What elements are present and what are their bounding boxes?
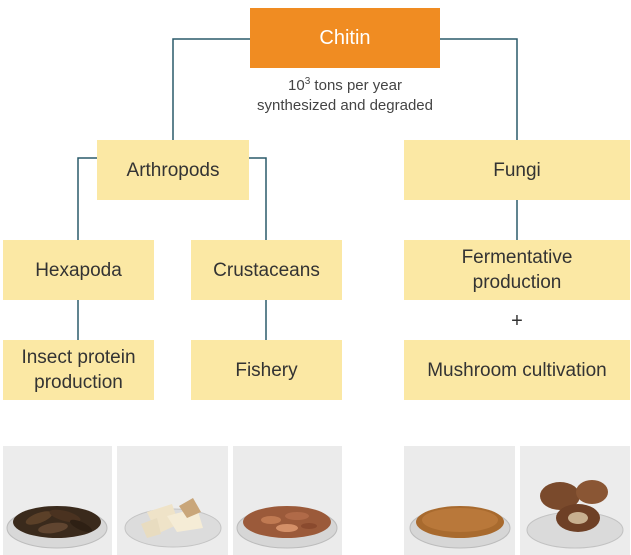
chitin-label: Chitin (319, 26, 370, 51)
fermentative-node: Fermentative production (404, 240, 630, 300)
shell-flakes-photo (117, 446, 228, 555)
annotation-line-1-rest: tons per year (310, 77, 402, 94)
mushroom-label: Mushroom cultivation (427, 358, 607, 383)
hexapoda-label: Hexapoda (35, 258, 122, 283)
fermentative-label: Fermentative production (444, 245, 590, 295)
fungi-label: Fungi (493, 158, 541, 183)
chitin-node: Chitin (250, 8, 440, 68)
insect-protein-label: Insect protein production (3, 345, 154, 395)
crustacean-shells-photo (233, 446, 342, 555)
mushrooms-photo (520, 446, 630, 555)
hexapoda-node: Hexapoda (3, 240, 154, 300)
insect-protein-node: Insect protein production (3, 340, 154, 400)
annotation-line-2: synthesized and degraded (210, 96, 480, 116)
insect-larvae-photo (3, 446, 112, 555)
fermentation-powder-photo (404, 446, 515, 555)
fishery-node: Fishery (191, 340, 342, 400)
mushroom-node: Mushroom cultivation (404, 340, 630, 400)
plus-sign: + (497, 310, 537, 333)
arthropods-label: Arthropods (127, 158, 220, 183)
crustaceans-node: Crustaceans (191, 240, 342, 300)
fishery-label: Fishery (235, 358, 297, 383)
crustaceans-label: Crustaceans (213, 258, 320, 283)
annotation-base: 10 (288, 77, 305, 94)
chitin-annotation: 103 tons per year synthesized and degrad… (210, 72, 480, 116)
annotation-line-1: 103 tons per year (210, 72, 480, 96)
fungi-node: Fungi (404, 140, 630, 200)
arthropods-node: Arthropods (97, 140, 249, 200)
